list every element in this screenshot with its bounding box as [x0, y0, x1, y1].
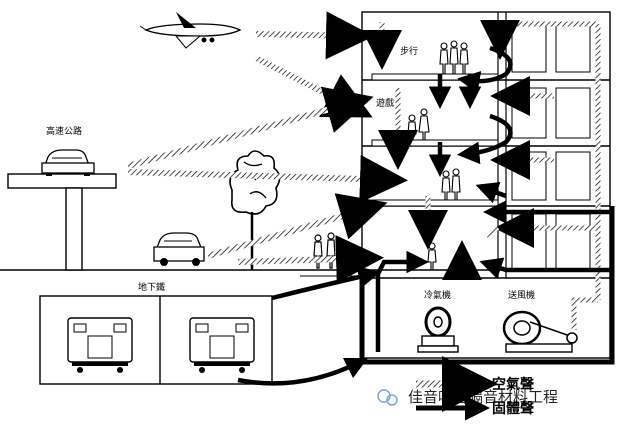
- playing-label: 遊戲: [376, 97, 394, 109]
- legend-structure: 固體聲: [416, 395, 534, 421]
- subway-train-left-icon: [67, 317, 133, 373]
- walking-people-icon: [439, 40, 469, 75]
- tree-icon: [229, 150, 281, 270]
- ac-unit-icon: 冷氣機: [417, 289, 459, 353]
- highway-car-icon: [41, 149, 95, 176]
- pedestrians-icon: [313, 232, 336, 269]
- subway-train-right-icon: [189, 317, 255, 373]
- legend-airborne: 空氣聲: [416, 356, 534, 412]
- watermark: 佳音吸音隔音材料工程: [377, 388, 558, 406]
- legend-structure-label: 固體聲: [492, 400, 534, 417]
- highway-label: 高速公路: [46, 125, 82, 137]
- ground-car-icon: [153, 232, 205, 266]
- ventilator-icon: 送風機: [502, 289, 578, 353]
- watermark-text: 佳音吸音隔音材料工程: [408, 388, 558, 406]
- airborne-sound-arrows: [127, 11, 601, 330]
- elevated-highway: 高速公路: [7, 125, 117, 271]
- walking-label: 步行: [400, 45, 418, 57]
- floor4-person-icon: [427, 242, 437, 271]
- floor3-people-icon: [441, 168, 461, 201]
- legend: 空氣聲 固體聲: [416, 356, 534, 421]
- legend-airborne-label: 空氣聲: [492, 376, 534, 393]
- structure-borne-sound-arrows: [237, 45, 615, 386]
- subway-label: 地下鐵: [138, 281, 165, 293]
- playing-people-icon: [407, 108, 430, 141]
- airplane-icon: [139, 12, 242, 49]
- ventilator-label: 送風機: [508, 289, 535, 301]
- ac-unit-label: 冷氣機: [424, 289, 451, 301]
